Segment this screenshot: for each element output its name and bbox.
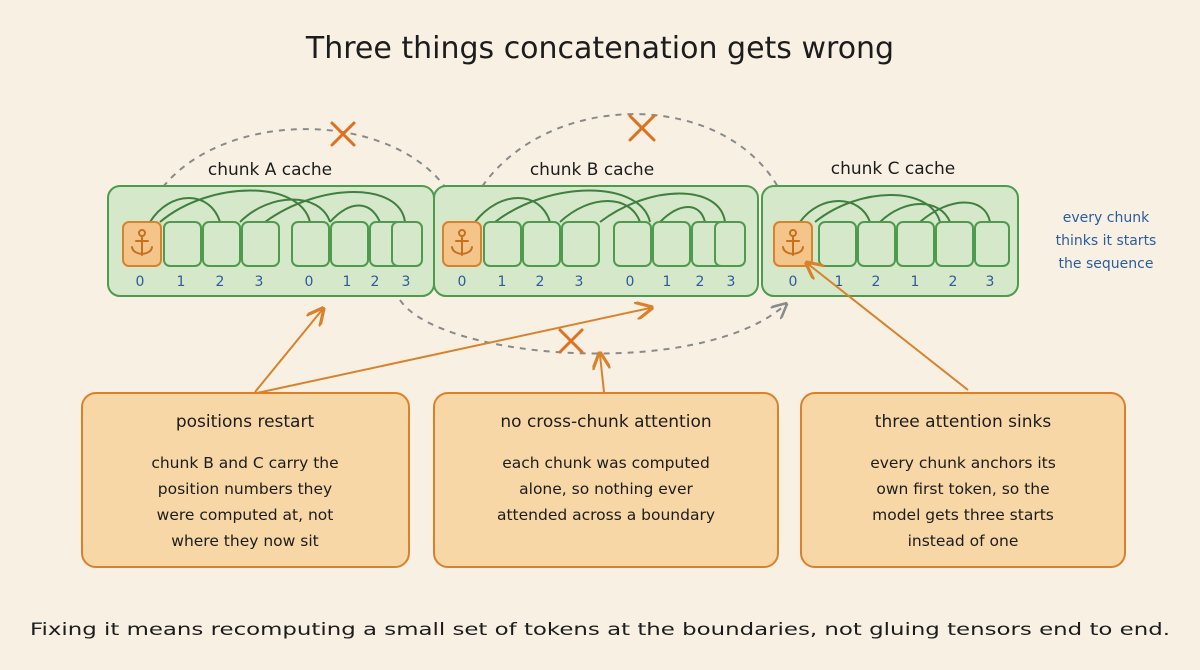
token (241, 221, 280, 267)
token (202, 221, 241, 267)
position-index: 0 (305, 274, 314, 290)
position-index: 0 (789, 274, 798, 290)
box-line: model gets three starts (872, 506, 1054, 524)
cross-icon-top-right (628, 114, 656, 142)
position-index: 2 (696, 274, 705, 290)
footer-text: Fixing it means recomputing a small set … (30, 620, 1170, 639)
token (561, 221, 600, 267)
position-index: 2 (216, 274, 225, 290)
token (652, 221, 691, 267)
position-index: 1 (177, 274, 186, 290)
dashed-arc-b-to-c (464, 113, 790, 218)
cross-icon-bottom (558, 328, 584, 354)
position-index: 2 (872, 274, 881, 290)
attention-arcs-chunk-a (149, 189, 406, 223)
token (613, 221, 652, 267)
position-index: 2 (371, 274, 380, 290)
side-note-line: thinks it starts (1056, 233, 1157, 249)
box-line: were computed at, not (157, 506, 334, 524)
position-index: 3 (575, 274, 584, 290)
position-index: 1 (498, 274, 507, 290)
box-line: attended across a boundary (497, 506, 715, 524)
position-index: 2 (949, 274, 958, 290)
box-title: no cross-chunk attention (500, 412, 711, 432)
token (330, 221, 369, 267)
token (291, 221, 330, 267)
token (714, 221, 746, 267)
attention-arcs-chunk-c (799, 194, 991, 223)
chunk-a-label: chunk A cache (208, 160, 332, 180)
side-note-line: every chunk (1063, 210, 1150, 226)
position-index: 0 (626, 274, 635, 290)
box-line: own first token, so the (876, 480, 1049, 498)
side-note-line: the sequence (1059, 256, 1154, 272)
position-index: 1 (343, 274, 352, 290)
token (391, 221, 423, 267)
position-index: 2 (536, 274, 545, 290)
box-line: chunk B and C carry the (151, 454, 338, 472)
dashed-arc-bottom (399, 299, 785, 355)
chunk-c-tokens (773, 221, 1010, 267)
arrow-cross-chunk (600, 355, 604, 393)
position-index: 3 (255, 274, 264, 290)
position-index: 3 (986, 274, 995, 290)
position-index: 3 (727, 274, 736, 290)
chunk-b-tokens (442, 221, 746, 267)
token (974, 221, 1010, 267)
box-line: instead of one (908, 532, 1019, 550)
anchor-icon (451, 229, 473, 256)
box-line: alone, so nothing ever (519, 480, 693, 498)
token (818, 221, 857, 267)
chunk-b-label: chunk B cache (530, 160, 654, 180)
box-line: where they now sit (171, 532, 318, 550)
box-line: position numbers they (158, 480, 332, 498)
anchor-icon (782, 229, 804, 256)
box-cross-chunk-attention (433, 392, 779, 568)
chunk-a-tokens (122, 221, 423, 267)
cross-icon-top-left (330, 121, 356, 147)
position-index: 1 (835, 274, 844, 290)
position-index: 1 (663, 274, 672, 290)
page-title: Three things concatenation gets wrong (305, 31, 894, 66)
chunk-c-label: chunk C cache (831, 159, 956, 179)
box-title: positions restart (176, 412, 315, 432)
box-title: three attention sinks (875, 412, 1052, 432)
anchor-icon (131, 229, 153, 256)
position-index: 3 (402, 274, 411, 290)
arrow-positions-to-a (254, 310, 322, 393)
token (857, 221, 896, 267)
position-index: 0 (458, 274, 467, 290)
position-index: 0 (136, 274, 145, 290)
dashed-arc-a-to-b (144, 128, 460, 218)
attention-arcs-chunk-b (474, 189, 726, 223)
token (896, 221, 935, 267)
box-positions-restart (81, 392, 410, 568)
box-line: each chunk was computed (502, 454, 710, 472)
token (522, 221, 561, 267)
box-attention-sinks (800, 392, 1126, 568)
arrow-sinks-to-c (808, 264, 969, 391)
box-line: every chunk anchors its (870, 454, 1056, 472)
token (163, 221, 202, 267)
token (483, 221, 522, 267)
position-index: 1 (911, 274, 920, 290)
arrow-positions-to-b (256, 308, 650, 394)
token (935, 221, 974, 267)
